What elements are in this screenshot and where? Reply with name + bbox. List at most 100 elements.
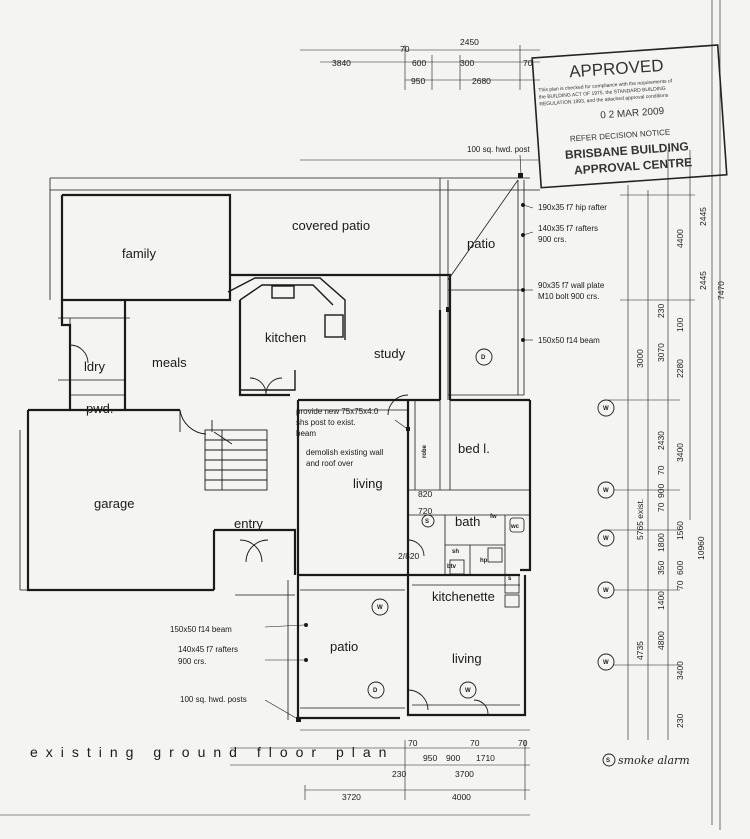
note-beam-2: beam xyxy=(296,429,316,438)
label-fw: fw xyxy=(490,514,497,520)
dim-70-a: 70 xyxy=(400,44,410,54)
dim-600: 600 xyxy=(412,58,426,68)
dim-300: 300 xyxy=(460,58,474,68)
dim-r-3000: 3000 xyxy=(635,349,645,368)
dim-r-1800: 1800 xyxy=(656,533,666,552)
dim-r-3400: 3400 xyxy=(675,443,685,462)
tag-w-3: W xyxy=(603,536,609,542)
label-btv: btv xyxy=(447,564,457,570)
label-sh: sh xyxy=(452,549,459,555)
room-kitchenette: kitchenette xyxy=(432,589,495,604)
tag-w-5: W xyxy=(603,660,609,666)
dim-r-70-b: 70 xyxy=(656,502,666,512)
room-covered-patio: covered patio xyxy=(292,218,370,233)
dim-2450: 2450 xyxy=(460,37,479,47)
room-ldry: ldry xyxy=(84,359,105,374)
room-entry: entry xyxy=(234,516,263,531)
note-hip-rafter: 190x35 f7 hip rafter xyxy=(538,203,607,212)
label-hp: hp xyxy=(480,558,488,564)
dim-r-230: 230 xyxy=(656,304,666,318)
room-pwd: pwd. xyxy=(86,401,113,416)
room-living: living xyxy=(353,476,383,491)
note-beam-lower: 150x50 f14 beam xyxy=(170,625,232,634)
room-family: family xyxy=(122,246,156,261)
dim-r-350: 350 xyxy=(656,561,666,575)
dim-b-1710: 1710 xyxy=(476,753,495,763)
dim-r-3070: 3070 xyxy=(656,343,666,362)
leader-lines xyxy=(264,154,534,719)
tag-letters: D W W W W W W D W S S xyxy=(373,355,610,764)
dim-b-3700: 3700 xyxy=(455,769,474,779)
room-meals: meals xyxy=(152,355,187,370)
tag-w-6: W xyxy=(377,605,383,611)
label-2-820: 2/820 xyxy=(398,551,420,561)
note-bolt: M10 bolt 900 crs. xyxy=(538,292,599,301)
tag-d-2: D xyxy=(373,688,378,694)
room-bath: bath xyxy=(455,514,480,529)
dim-r-100: 100 xyxy=(675,318,685,332)
dim-r-70-c: 70 xyxy=(675,580,685,590)
posts xyxy=(296,173,525,722)
dim-b-3720: 3720 xyxy=(342,792,361,802)
dim-r-4800: 4800 xyxy=(656,631,666,650)
top-dimension-lines xyxy=(300,45,540,161)
dim-r-2445-a: 2445 xyxy=(698,207,708,226)
stair xyxy=(204,420,268,491)
dim-r-5765: 5765 exist. xyxy=(635,499,645,540)
smoke-alarm-legend: smoke alarm xyxy=(618,754,690,767)
dim-b-70-b: 70 xyxy=(470,738,480,748)
room-kitchen: kitchen xyxy=(265,330,306,345)
dim-2680: 2680 xyxy=(472,76,491,86)
dim-70-b: 70 xyxy=(523,58,533,68)
exterior-walls xyxy=(26,193,532,720)
dim-r-70-a: 70 xyxy=(656,465,666,475)
plan-title: existing ground floor plan xyxy=(30,744,394,760)
smoke-alarm-tag: S xyxy=(425,519,429,525)
approval-stamp: APPROVED This plan is checked for compli… xyxy=(531,44,728,189)
dim-r-600: 600 xyxy=(675,561,685,575)
dim-3840: 3840 xyxy=(332,58,351,68)
note-rafters-crs: 900 crs. xyxy=(538,235,566,244)
tag-w-7: W xyxy=(465,688,471,694)
note-roof-over: and roof over xyxy=(306,459,353,468)
note-hwd-posts: 100 sq. hwd. posts xyxy=(180,695,247,704)
room-garage: garage xyxy=(94,496,134,511)
right-dimension-lines xyxy=(608,0,721,830)
dim-r-3400-b: 3400 xyxy=(675,661,685,680)
room-living-2: living xyxy=(452,651,482,666)
dim-b-900: 900 xyxy=(446,753,460,763)
note-shs-post: shs post to exist. xyxy=(296,418,356,427)
note-wall-plate: 90x35 f7 wall plate xyxy=(538,281,605,290)
construction-notes: 100 sq. hwd. post 190x35 f7 hip rafter 1… xyxy=(170,145,607,704)
dim-b-4000: 4000 xyxy=(452,792,471,802)
note-beam: 150x50 f14 beam xyxy=(538,336,600,345)
dim-b-70-a: 70 xyxy=(408,738,418,748)
tag-w-1: W xyxy=(603,406,609,412)
note-demolish: demolish existing wall xyxy=(306,448,384,457)
dim-b-950: 950 xyxy=(423,753,437,763)
label-s: s xyxy=(508,576,512,582)
secondary-lines xyxy=(19,177,540,720)
fixtures xyxy=(69,318,525,608)
dim-r-2280: 2280 xyxy=(675,359,685,378)
bottom-dimensions: 70 950 900 70 1710 70 230 3700 3720 4000 xyxy=(342,738,528,802)
tag-w-4: W xyxy=(603,588,609,594)
stamp-date: 0 2 MAR 2009 xyxy=(600,106,665,121)
dim-r-2445-b: 2445 xyxy=(698,271,708,290)
room-study: study xyxy=(374,346,406,361)
stamp-heading: APPROVED xyxy=(569,56,665,82)
dim-r-230-b: 230 xyxy=(675,714,685,728)
room-bed: bed l. xyxy=(458,441,490,456)
dim-r-1560: 1560 xyxy=(675,521,685,540)
note-rafters-crs-lower: 900 crs. xyxy=(178,657,206,666)
dim-r-7470: 7470 xyxy=(716,281,726,300)
dim-r-4735: 4735 xyxy=(635,641,645,660)
label-820: 820 xyxy=(418,489,432,499)
tag-d-1: D xyxy=(481,355,486,361)
note-rafters-lower: 140x45 f7 rafters xyxy=(178,645,238,654)
room-labels: family covered patio patio kitchen meals… xyxy=(84,218,495,666)
dim-b-70-c: 70 xyxy=(518,738,528,748)
tag-w-2: W xyxy=(603,488,609,494)
doors xyxy=(69,344,489,715)
dim-950: 950 xyxy=(411,76,425,86)
